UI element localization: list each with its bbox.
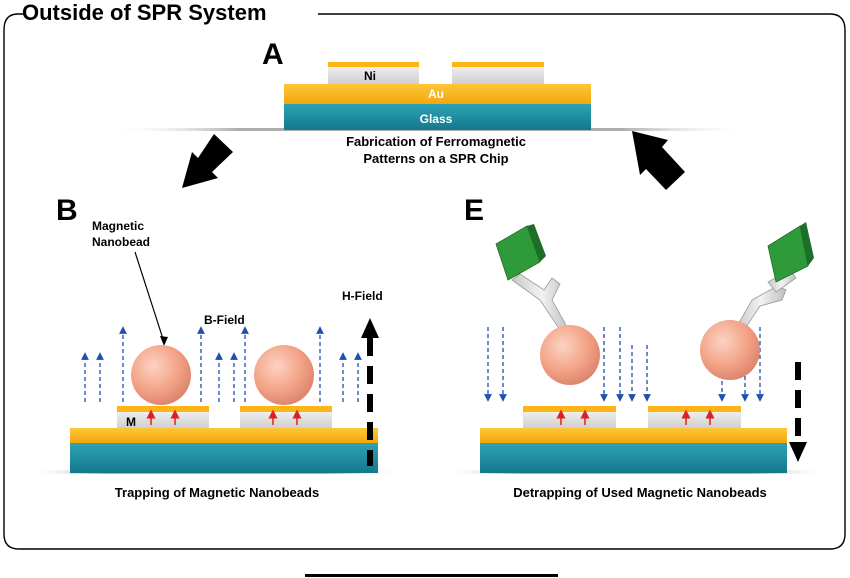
panel-b-caption: Trapping of Magnetic Nanobeads	[115, 485, 319, 500]
h-field-label: H-Field	[342, 289, 383, 303]
bead-label-line2: Nanobead	[92, 235, 150, 249]
panel-e-ni-left-cap	[523, 406, 616, 412]
b-field-label: B-Field	[204, 313, 245, 327]
antibody-left	[495, 224, 571, 333]
panel-e-ni-left	[523, 412, 616, 428]
h-field-arrow-up	[361, 318, 379, 466]
panel-e-caption: Detrapping of Used Magnetic Nanobeads	[513, 485, 767, 500]
bead-detrapped-right	[700, 320, 760, 380]
arrow-a-to-b	[182, 134, 233, 188]
bead-pointer	[134, 251, 165, 343]
panel-a-ni-left	[328, 67, 419, 84]
h-field-arrow-down	[789, 362, 807, 462]
b-magnet-arrows	[146, 409, 302, 425]
panel-b-ni-left-cap	[117, 406, 209, 412]
system-frame	[3, 13, 846, 550]
e-magnet-arrows	[556, 409, 715, 425]
label-glass: Glass	[420, 112, 453, 126]
panel-a-caption-line2: Patterns on a SPR Chip	[363, 151, 508, 166]
pattern-label-m: M	[126, 415, 136, 429]
figure-title: Outside of SPR System	[22, 0, 267, 25]
label-ni: Ni	[364, 69, 376, 83]
bead-right	[254, 345, 314, 405]
arrow-e-to-a	[632, 131, 685, 190]
panel-a-glass	[284, 104, 591, 130]
bead-label-line1: Magnetic	[92, 219, 144, 233]
bottom-bar	[305, 574, 558, 577]
label-au: Au	[428, 87, 444, 101]
panel-e-gold	[480, 428, 787, 443]
panel-b-ni-right-cap	[240, 406, 332, 412]
bead-left	[131, 345, 191, 405]
bead-detrapped-left	[540, 325, 600, 385]
panel-b-letter: B	[56, 194, 78, 227]
panel-a-letter: A	[262, 38, 284, 71]
panel-b-glass	[70, 443, 378, 473]
panel-e: E Detrapping of Used Magnet	[446, 194, 826, 500]
panel-b: B Magnetic Nanobead B-Field H-Field M Tr…	[30, 194, 400, 500]
panel-b-ni-right	[240, 412, 332, 428]
panel-a-ni-left-cap	[328, 62, 419, 67]
bead-pointer-head	[160, 336, 168, 346]
panel-a-gold	[284, 84, 591, 104]
antibody-right	[735, 222, 814, 331]
panel-a-caption-line1: Fabrication of Ferromagnetic	[346, 134, 526, 149]
panel-e-ni-right-cap	[648, 406, 741, 412]
panel-e-glass	[480, 443, 787, 473]
panel-a: A Ni Au Glass Fabrication of Ferromagnet…	[110, 38, 750, 166]
b-field-arrows	[81, 326, 362, 402]
panel-e-ni-right	[648, 412, 741, 428]
panel-a-ni-right	[452, 67, 544, 84]
panel-b-ni-left	[117, 412, 209, 428]
panel-b-gold	[70, 428, 378, 443]
panel-a-ni-right-cap	[452, 62, 544, 67]
panel-e-letter: E	[464, 194, 484, 227]
